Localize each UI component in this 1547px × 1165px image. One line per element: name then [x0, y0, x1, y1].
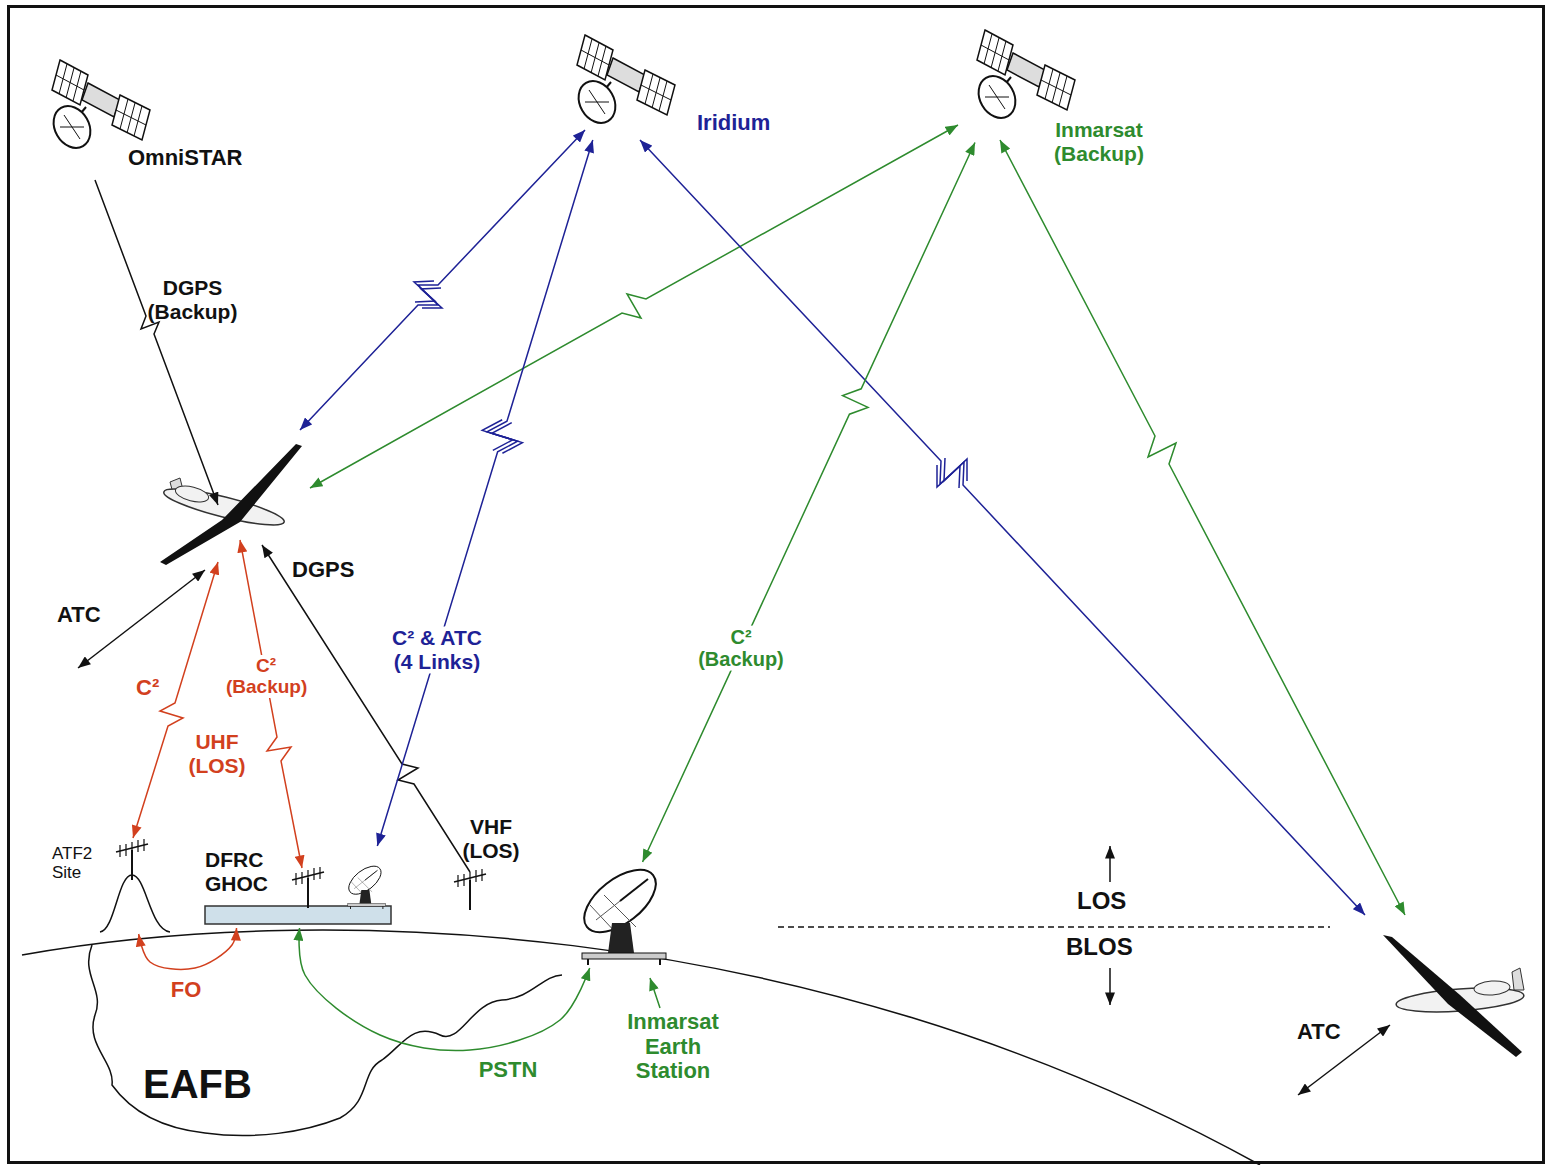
- satellite: Inmarsat (Backup): [975, 22, 1162, 180]
- link-connector: [139, 928, 237, 969]
- earth-horizon: [22, 930, 1260, 1165]
- satellite: OmniSTAR: [48, 55, 273, 177]
- node-label: ATF2 Site: [52, 844, 104, 882]
- eafb-boundary: [89, 945, 562, 1136]
- link-label: DGPS: [292, 558, 354, 583]
- link-connector: [299, 928, 590, 1051]
- dish-antenna: [344, 861, 386, 909]
- antenna: [454, 869, 486, 910]
- satellite-icon: [971, 30, 1075, 125]
- ground-station: DFRC GHOC: [200, 846, 396, 928]
- link-label: DGPS (Backup): [140, 276, 245, 323]
- node-label: Inmarsat Earth Station: [612, 1010, 734, 1084]
- node-label: OmniSTAR: [128, 146, 242, 171]
- aircraft: [160, 444, 302, 565]
- satellite-icon: [46, 60, 150, 155]
- satellite-icon: [571, 35, 675, 130]
- link-label: FO: [168, 978, 205, 1003]
- link-label: PSTN: [476, 1058, 541, 1083]
- link-label: EAFB: [143, 1062, 252, 1107]
- link-label: BLOS: [1066, 934, 1133, 961]
- link-label: UHF (LOS): [184, 730, 250, 777]
- satellite: Iridium: [572, 28, 787, 140]
- earth-station-dish: [573, 858, 666, 965]
- node-label: DFRC GHOC: [205, 848, 291, 895]
- link-label: VHF (LOS): [458, 815, 524, 862]
- node-label: Inmarsat (Backup): [1040, 118, 1158, 165]
- earth-station: Inmarsat Earth Station: [576, 862, 668, 968]
- link-label: C² (Backup): [226, 655, 306, 698]
- zigzag-stroke: [492, 423, 523, 454]
- antenna: [116, 839, 148, 880]
- link-label: C²: [136, 676, 159, 701]
- node-label: Iridium: [697, 111, 770, 136]
- link-label: LOS: [1077, 888, 1126, 915]
- link-connector: [643, 142, 975, 862]
- link-lines: [78, 125, 1405, 1095]
- link-label: ATC: [1297, 1020, 1341, 1045]
- hill: [100, 875, 170, 932]
- ground-site: ATF2 Site: [48, 836, 176, 934]
- link-connector: [377, 140, 592, 846]
- link-label: ATC: [57, 603, 101, 628]
- link-label: C² (Backup): [693, 626, 789, 671]
- frame: [9, 7, 1544, 1163]
- ghoc-building: [205, 906, 391, 924]
- antenna: [292, 867, 324, 908]
- aircraft: [1383, 935, 1525, 1057]
- link-label: C² & ATC (4 Links): [379, 626, 495, 673]
